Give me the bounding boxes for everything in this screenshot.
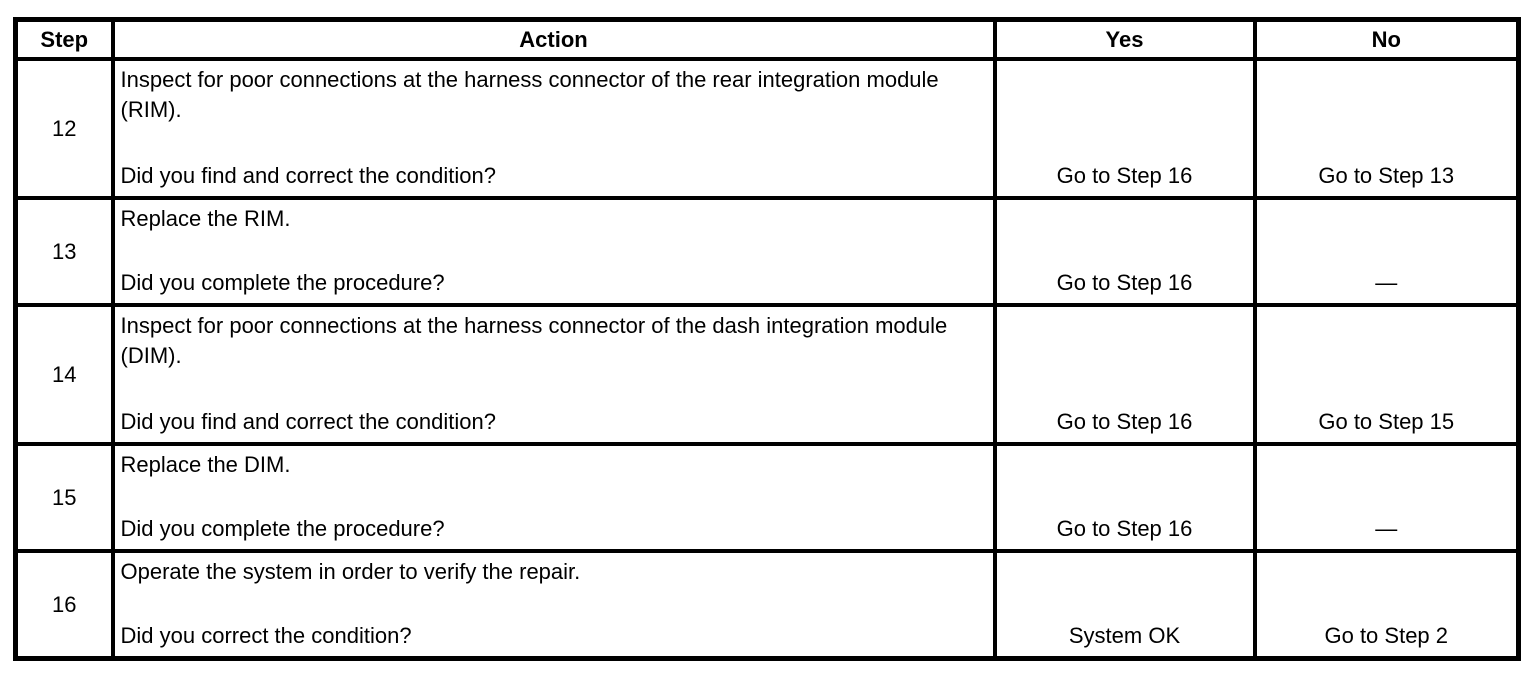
action-question: Did you find and correct the condition? [120, 409, 496, 434]
action-wrap: Inspect for poor connections at the harn… [121, 311, 985, 437]
no-result: Go to Step 2 [1252, 549, 1521, 661]
action-text: Inspect for poor connections at the harn… [120, 313, 948, 368]
no-result: Go to Step 13 [1252, 57, 1521, 200]
table-row-step-16: 16 Operate the system in order to verify… [13, 549, 1521, 661]
action-cell: Replace the DIM. Did you complete the pr… [110, 442, 997, 553]
yes-result: Go to Step 16 [992, 196, 1257, 307]
step-number: 13 [13, 196, 115, 307]
diagnostic-table: Step Action Yes No 12 Inspect for poor c… [13, 17, 1521, 661]
table-header-row: Step Action Yes No [13, 17, 1521, 61]
action-question: Did you correct the condition? [120, 623, 412, 648]
action-text: Inspect for poor connections at the harn… [120, 67, 939, 122]
step-number: 16 [13, 549, 115, 661]
table-row-step-13: 13 Replace the RIM. Did you complete the… [13, 196, 1521, 307]
action-text: Replace the DIM. [120, 452, 291, 477]
action-question: Did you complete the procedure? [120, 270, 445, 295]
yes-result: Go to Step 16 [992, 442, 1257, 553]
yes-result: System OK [992, 549, 1257, 661]
table-row-step-12: 12 Inspect for poor connections at the h… [13, 57, 1521, 200]
column-header-action: Action [110, 17, 997, 61]
action-wrap: Replace the RIM. Did you complete the pr… [121, 204, 985, 298]
no-result: — [1252, 442, 1521, 553]
column-header-no: No [1252, 17, 1521, 61]
yes-result: Go to Step 16 [992, 57, 1257, 200]
no-result: Go to Step 15 [1252, 303, 1521, 446]
action-wrap: Operate the system in order to verify th… [121, 557, 985, 651]
action-question: Did you complete the procedure? [120, 516, 445, 541]
action-text: Operate the system in order to verify th… [120, 559, 581, 584]
action-cell: Operate the system in order to verify th… [110, 549, 997, 661]
action-cell: Inspect for poor connections at the harn… [110, 57, 997, 200]
action-wrap: Replace the DIM. Did you complete the pr… [121, 450, 985, 544]
step-number: 15 [13, 442, 115, 553]
action-text: Replace the RIM. [120, 206, 291, 231]
no-result: — [1252, 196, 1521, 307]
action-wrap: Inspect for poor connections at the harn… [121, 65, 985, 191]
table-row-step-14: 14 Inspect for poor connections at the h… [13, 303, 1521, 446]
step-number: 14 [13, 303, 115, 446]
action-cell: Replace the RIM. Did you complete the pr… [110, 196, 997, 307]
table-row-step-15: 15 Replace the DIM. Did you complete the… [13, 442, 1521, 553]
action-cell: Inspect for poor connections at the harn… [110, 303, 997, 446]
action-question: Did you find and correct the condition? [120, 163, 496, 188]
column-header-yes: Yes [992, 17, 1257, 61]
step-number: 12 [13, 57, 115, 200]
column-header-step: Step [13, 17, 115, 61]
yes-result: Go to Step 16 [992, 303, 1257, 446]
